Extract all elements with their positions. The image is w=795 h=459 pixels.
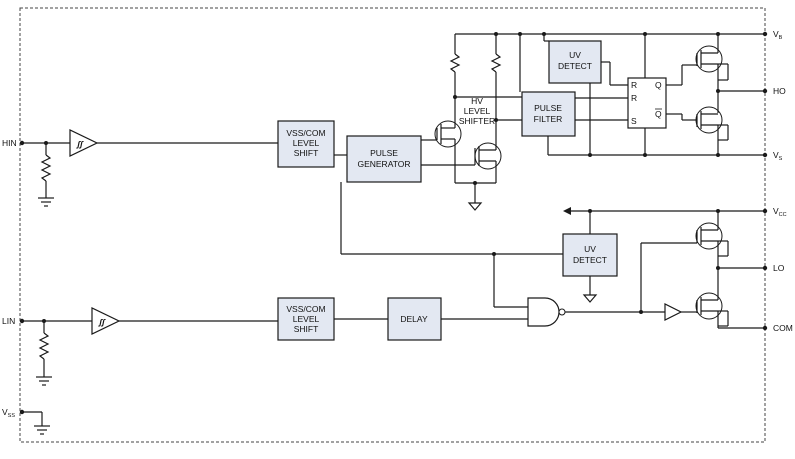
hin-input-path: ʃʃ <box>19 129 278 207</box>
hin-pin-label: HIN <box>2 138 17 148</box>
delay-label: DELAY <box>400 314 428 324</box>
level-shift-hi-block <box>277 120 335 168</box>
hv-resistor-1 <box>449 53 461 73</box>
ground-icon <box>36 376 52 386</box>
ground-icon <box>467 202 483 211</box>
pulse-generator-line1: PULSE <box>370 148 398 158</box>
pulse-generator-block <box>346 135 422 183</box>
hin-pulldown-resistor <box>40 154 52 182</box>
and-gate-inverter-bubble <box>558 308 566 316</box>
lo-buffer <box>664 303 683 321</box>
ho-pullup-mosfet <box>695 45 723 73</box>
arrow-left-icon <box>563 207 571 215</box>
vss-pin-label: VSS <box>2 407 15 419</box>
ff-r2-label: R <box>631 93 637 103</box>
lin-pin-label: LIN <box>2 316 15 326</box>
uv-detect-hi-line1: UV <box>569 50 581 60</box>
ff-r1-label: R <box>631 80 637 90</box>
lo-pulldown-mosfet <box>695 292 723 320</box>
level-shift-hi-line2: LEVEL <box>293 138 320 148</box>
com-pin-dot <box>762 325 768 331</box>
schmitt-trigger-icon: ʃʃ <box>75 139 84 149</box>
level-shift-hi-line3: SHIFT <box>294 148 319 158</box>
ho-pin-dot <box>762 88 768 94</box>
level-shift-lo-block <box>277 297 335 341</box>
vb-pin-label: VB <box>773 29 783 41</box>
level-shift-lo-line2: LEVEL <box>293 314 320 324</box>
pulse-filter-block <box>521 91 576 137</box>
and-gate <box>527 297 560 327</box>
uv-detect-lo-line1: UV <box>584 244 596 254</box>
lo-pin-label: LO <box>773 263 785 273</box>
level-shift-hi-line1: VSS/COM <box>286 128 325 138</box>
chip-boundary <box>19 7 766 443</box>
ground-icon <box>582 294 598 303</box>
lo-pullup-mosfet <box>695 222 723 250</box>
ff-q-label: Q <box>655 80 662 90</box>
pulse-generator-line2: GENERATOR <box>357 159 410 169</box>
ho-pulldown-mosfet <box>695 106 723 134</box>
vcc-pin-dot <box>762 208 768 214</box>
hv-shifter-line1: HV <box>471 96 483 106</box>
pulse-filter-line1: PULSE <box>534 103 562 113</box>
schmitt-trigger-icon: ʃʃ <box>97 317 106 327</box>
rs-flipflop <box>627 77 667 129</box>
hv-shifter-line3: SHIFTER <box>459 116 495 126</box>
pulse-filter-line2: FILTER <box>534 114 563 124</box>
ground-icon <box>34 425 50 435</box>
lin-pulldown-resistor <box>38 332 50 360</box>
high-side-output-stage <box>695 34 729 155</box>
ff-s-label: S <box>631 116 637 126</box>
hv-resistor-2 <box>490 53 502 73</box>
lin-input-path: ʃʃ <box>19 307 278 386</box>
low-side-output-stage <box>695 211 729 328</box>
lo-pin-dot <box>762 265 768 271</box>
vb-pin-dot <box>762 31 768 37</box>
ff-qbar-label: Q <box>655 109 662 119</box>
hv-mosfet-1 <box>434 120 462 148</box>
vcc-pin-label: VCC <box>773 206 787 218</box>
level-shift-lo-line3: SHIFT <box>294 324 319 334</box>
ground-icon <box>38 197 54 207</box>
hv-mosfet-2 <box>474 142 502 170</box>
hv-shifter-line2: LEVEL <box>464 106 491 116</box>
ho-pin-label: HO <box>773 86 786 96</box>
com-pin-label: COM <box>773 323 793 333</box>
uv-detect-lo-line2: DETECT <box>573 255 607 265</box>
uv-detect-hi-line2: DETECT <box>558 61 592 71</box>
vss-path <box>19 409 50 435</box>
hv-level-shifter: HV LEVEL SHIFTER <box>434 32 520 211</box>
level-shift-lo-line1: VSS/COM <box>286 304 325 314</box>
lin-schmitt-buffer <box>91 307 121 335</box>
delay-block <box>387 297 442 341</box>
hin-schmitt-buffer <box>69 129 99 157</box>
vs-pin-dot <box>762 152 768 158</box>
vs-pin-label: VS <box>773 150 783 162</box>
